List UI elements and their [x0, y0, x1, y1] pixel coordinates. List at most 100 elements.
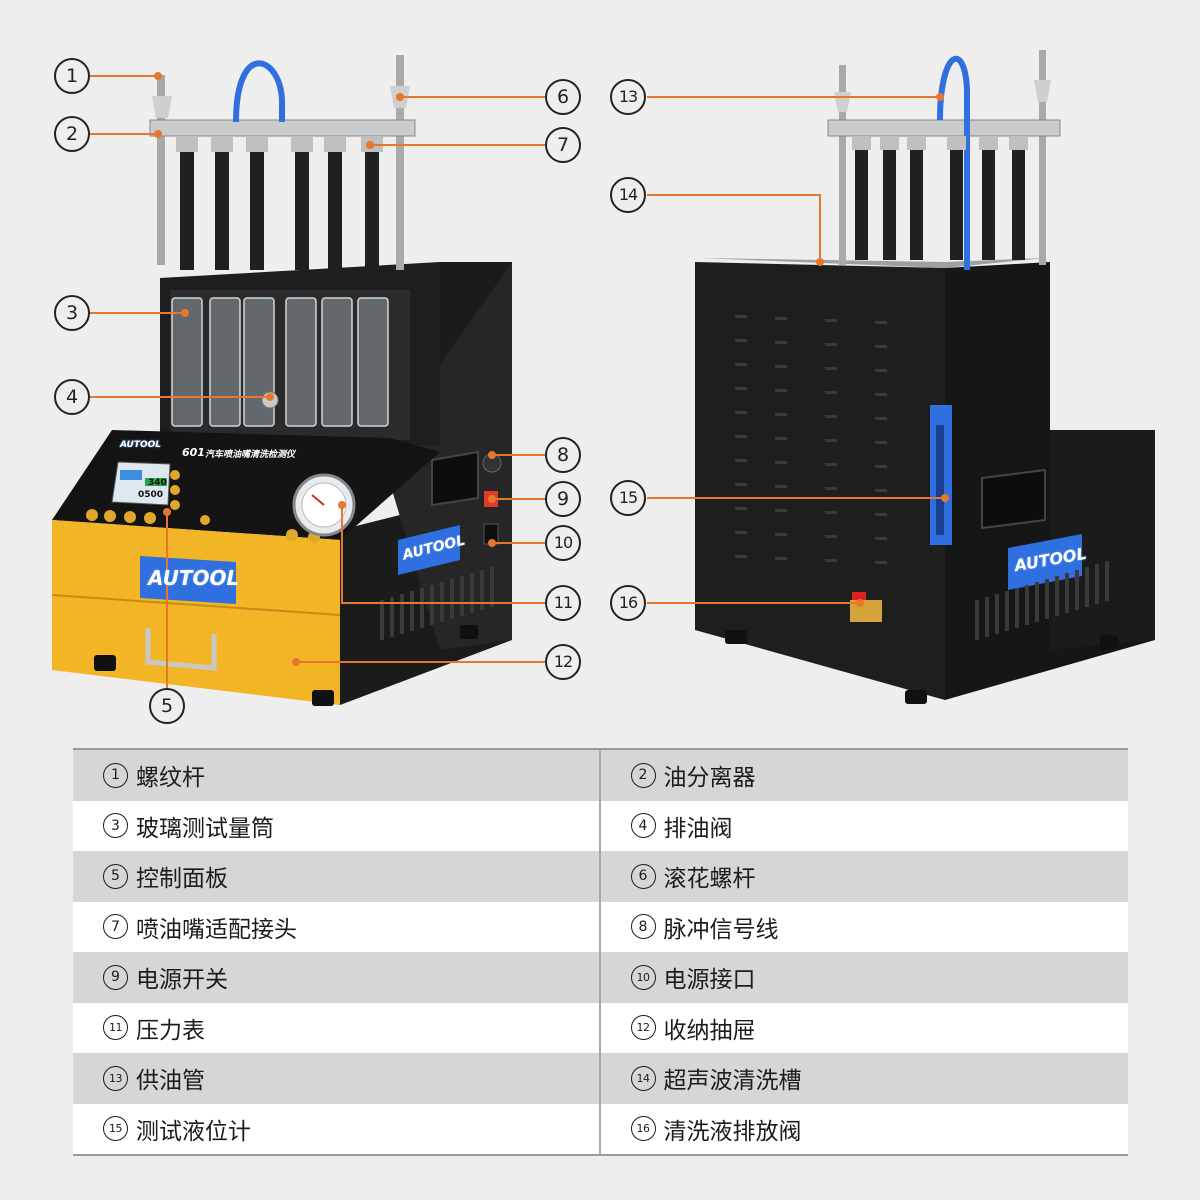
vent-slot: [875, 321, 887, 324]
machine-illustration: [51, 50, 1155, 706]
legend-number: 7: [103, 914, 128, 940]
legend-label: 测试液位计: [136, 1118, 251, 1145]
vent-slot: [735, 315, 747, 318]
legend-number: 1: [103, 762, 128, 788]
vent-slot: [875, 465, 887, 468]
vent-slot: [735, 483, 747, 486]
legend-cell: 5 控制面板: [73, 851, 601, 902]
vent-slot: [875, 345, 887, 348]
vent-slot: [775, 437, 787, 440]
vent-slot: [775, 557, 787, 560]
callout-7: 7: [545, 127, 581, 163]
vent-slot: [875, 537, 887, 540]
legend-label: 螺纹杆: [136, 765, 205, 792]
lcd-reading-2: 0500: [138, 490, 164, 500]
vent-slot: [875, 393, 887, 396]
legend-number: 9: [103, 964, 128, 990]
legend-label: 控制面板: [136, 866, 228, 893]
legend-label: 供油管: [136, 1068, 205, 1095]
vent-slot: [825, 511, 837, 514]
legend-number: 14: [630, 1065, 656, 1091]
vent-slot: [825, 391, 837, 394]
legend-number: 5: [103, 863, 128, 889]
vent-slot: [735, 531, 747, 534]
legend-label: 玻璃测试量筒: [136, 815, 274, 842]
panel-title: 汽车喷油嘴清洗检测仪: [205, 450, 296, 460]
panel-model: 601: [182, 446, 205, 459]
vent-slot: [735, 459, 747, 462]
vent-slot: [735, 435, 747, 438]
callout-2: 2: [54, 116, 90, 152]
vent-slot: [775, 509, 787, 512]
legend-number: 16: [630, 1116, 656, 1142]
legend-row: 5 控制面板 6 滚花螺杆: [73, 851, 1128, 902]
vent-slot: [875, 561, 887, 564]
legend-number: 3: [103, 813, 128, 839]
legend-row: 15 测试液位计 16 清洗液排放阀: [73, 1103, 1129, 1155]
legend-number: 13: [103, 1065, 128, 1091]
vent-slot: [825, 487, 837, 490]
callout-12: 12: [545, 644, 581, 680]
legend-number: 6: [630, 863, 656, 889]
vent-slot: [875, 513, 887, 516]
callout-4: 4: [54, 379, 90, 415]
vent-slot: [775, 341, 787, 344]
vent-slot: [825, 463, 837, 466]
legend-number: 15: [103, 1116, 128, 1142]
callout-13: 13: [610, 79, 646, 115]
vent-slot: [735, 555, 747, 558]
legend-label: 排油阀: [663, 815, 733, 842]
legend-label: 电源接口: [663, 967, 756, 994]
vent-slot: [735, 363, 747, 366]
legend-cell: 16 清洗液排放阀: [601, 1104, 1129, 1155]
vent-slot: [775, 413, 787, 416]
legend-cell: 15 测试液位计: [73, 1103, 601, 1154]
legend-label: 压力表: [136, 1017, 205, 1044]
legend-label: 收纳抽屉: [663, 1017, 756, 1044]
back-machine: [695, 50, 1155, 704]
callout-3: 3: [54, 295, 90, 331]
vent-slot: [875, 489, 887, 492]
legend-label: 清洗液排放阀: [663, 1118, 802, 1145]
vent-slot: [825, 559, 837, 562]
callout-6: 6: [545, 79, 581, 115]
callout-11: 11: [545, 585, 581, 621]
legend-cell: 13 供油管: [73, 1053, 601, 1104]
product-figure: AUTOOL AUTOOL AUTOOL AUTOOL 601 汽车喷油嘴清洗检…: [51, 50, 1155, 724]
vent-slot: [775, 461, 787, 464]
legend-label: 脉冲信号线: [663, 916, 779, 943]
legend-number: 10: [630, 964, 656, 990]
callout-15: 15: [610, 480, 646, 516]
vent-slot: [825, 439, 837, 442]
callout-lines: [90, 75, 945, 690]
vent-slot: [775, 389, 787, 392]
legend-cell: 6 滚花螺杆: [601, 851, 1129, 902]
callout-5: 5: [149, 688, 185, 724]
vent-slot: [825, 415, 837, 418]
vent-slot: [735, 387, 747, 390]
vent-slot: [735, 507, 747, 510]
vent-slot: [875, 369, 887, 372]
vent-slot: [775, 317, 787, 320]
callout-9: 9: [545, 481, 581, 517]
vent-slot: [825, 343, 837, 346]
legend-number: 2: [630, 762, 656, 788]
lcd-reading-1: 340: [148, 478, 167, 488]
callout-14: 14: [610, 177, 646, 213]
legend-label: 滚花螺杆: [663, 866, 756, 893]
vent-slot: [825, 319, 837, 322]
vent-slot: [825, 535, 837, 538]
vent-slot: [735, 411, 747, 414]
callout-10: 10: [545, 525, 581, 561]
